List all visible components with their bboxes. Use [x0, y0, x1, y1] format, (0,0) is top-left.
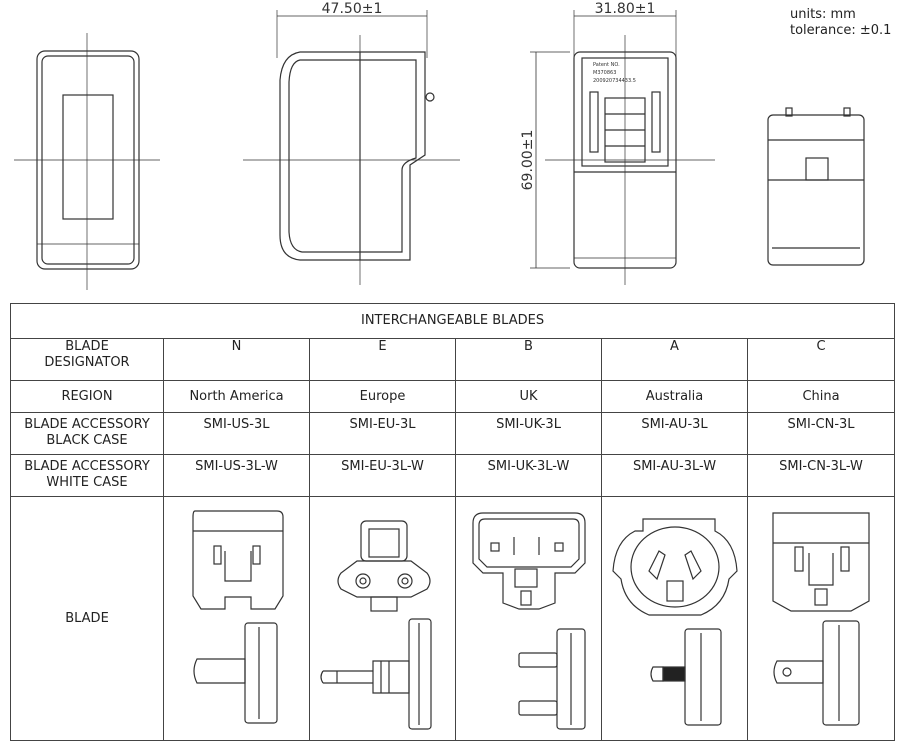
adapter-drawings: 47.50±1 31.80±1 69.00±1 Patent NO. M3708…: [14, 1, 865, 290]
designator-label: BLADE DESIGNATOR: [10, 338, 164, 381]
patent-number-1: M370863: [593, 70, 616, 76]
units-note: units: mm tolerance: ±0.1: [790, 7, 891, 39]
white-case-part: SMI-UK-3L-W: [455, 454, 602, 497]
white-case-label: BLADE ACCESSORY WHITE CASE: [10, 454, 164, 497]
region-label: REGION: [10, 380, 164, 413]
dim-width-side: 47.50±1: [322, 1, 383, 17]
white-case-part: SMI-CN-3L-W: [746, 454, 896, 497]
region-value: North America: [163, 380, 310, 413]
black-case-part: SMI-US-3L: [163, 412, 310, 455]
white-case-part: SMI-EU-3L-W: [309, 454, 456, 497]
designator-value: B: [455, 338, 602, 381]
dim-height: 69.00±1: [520, 130, 536, 191]
black-case-part: SMI-EU-3L: [309, 412, 456, 455]
blade-drawing-eu: [309, 496, 456, 741]
region-value: UK: [455, 380, 602, 413]
blade-drawing-cn: [746, 496, 896, 741]
blades-table: INTERCHANGEABLE BLADES BLADE DESIGNATOR …: [9, 303, 896, 741]
side-view: [243, 10, 460, 285]
region-value: China: [746, 380, 896, 413]
blade-drawing-au: [601, 496, 748, 741]
region-value: Australia: [601, 380, 748, 413]
white-case-part: SMI-AU-3L-W: [601, 454, 748, 497]
designator-value: A: [601, 338, 748, 381]
patent-label: Patent NO.: [593, 62, 620, 68]
end-view: [767, 107, 865, 266]
blade-label: BLADE: [10, 496, 164, 741]
front-view: [14, 33, 160, 290]
blade-drawing-na: [163, 496, 310, 741]
designator-value: C: [746, 338, 896, 381]
dim-width-back: 31.80±1: [595, 1, 656, 17]
designator-value: N: [163, 338, 310, 381]
back-view: [530, 10, 715, 285]
black-case-part: SMI-UK-3L: [455, 412, 602, 455]
blade-drawing-uk: [455, 496, 602, 741]
table-title: INTERCHANGEABLE BLADES: [9, 303, 896, 339]
units-line: units: mm: [790, 7, 856, 22]
black-case-label: BLADE ACCESSORY BLACK CASE: [10, 412, 164, 455]
designator-value: E: [309, 338, 456, 381]
region-value: Europe: [309, 380, 456, 413]
tolerance-line: tolerance: ±0.1: [790, 23, 892, 38]
black-case-part: SMI-CN-3L: [746, 412, 896, 455]
white-case-part: SMI-US-3L-W: [163, 454, 310, 497]
patent-number-2: 200920734433.5: [593, 78, 636, 84]
black-case-part: SMI-AU-3L: [601, 412, 748, 455]
